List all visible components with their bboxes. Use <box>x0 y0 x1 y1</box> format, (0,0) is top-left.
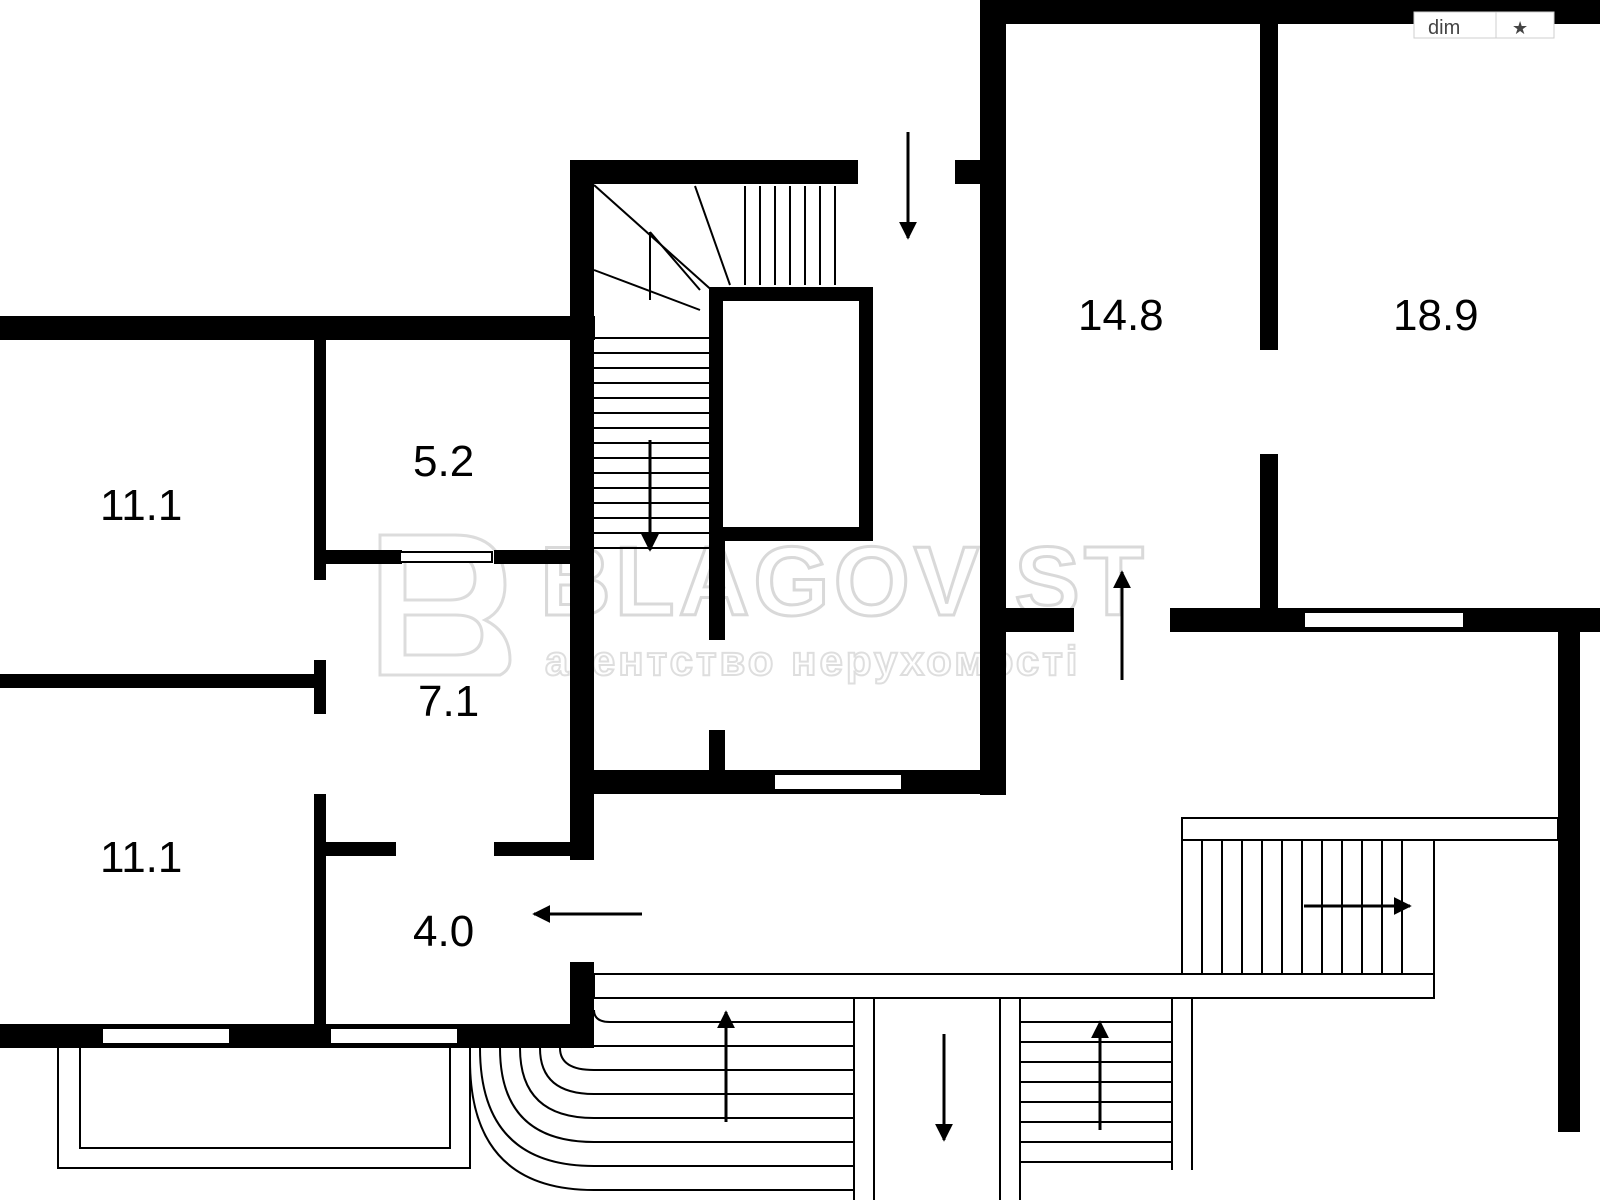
window <box>1303 611 1465 629</box>
exterior-stairs <box>469 817 1559 1200</box>
direction-arrows <box>532 132 1412 1142</box>
balcony <box>57 1048 471 1169</box>
windows <box>101 551 1465 1045</box>
star-icon: ★ <box>1512 18 1528 39</box>
window <box>399 551 493 563</box>
corner-logo-text: dim <box>1428 17 1460 39</box>
window <box>773 773 903 791</box>
room-area-label: 11.1 <box>100 833 182 882</box>
room-area-label: 18.9 <box>1393 291 1479 340</box>
window <box>329 1027 459 1045</box>
room-area-label: 4.0 <box>413 907 474 956</box>
room-area-label: 5.2 <box>413 437 474 486</box>
watermark: BLAGOVIST агентство нерухомості <box>378 525 1145 685</box>
corner-logo: dim ★ <box>1413 11 1555 39</box>
room-area-label: 14.8 <box>1078 291 1164 340</box>
room-area-label: 7.1 <box>418 677 479 726</box>
room-labels: 11.1 5.2 7.1 11.1 4.0 14.8 18.9 <box>100 291 1479 956</box>
room-area-label: 11.1 <box>100 481 182 530</box>
walls <box>0 0 1600 1132</box>
window <box>101 1027 231 1045</box>
